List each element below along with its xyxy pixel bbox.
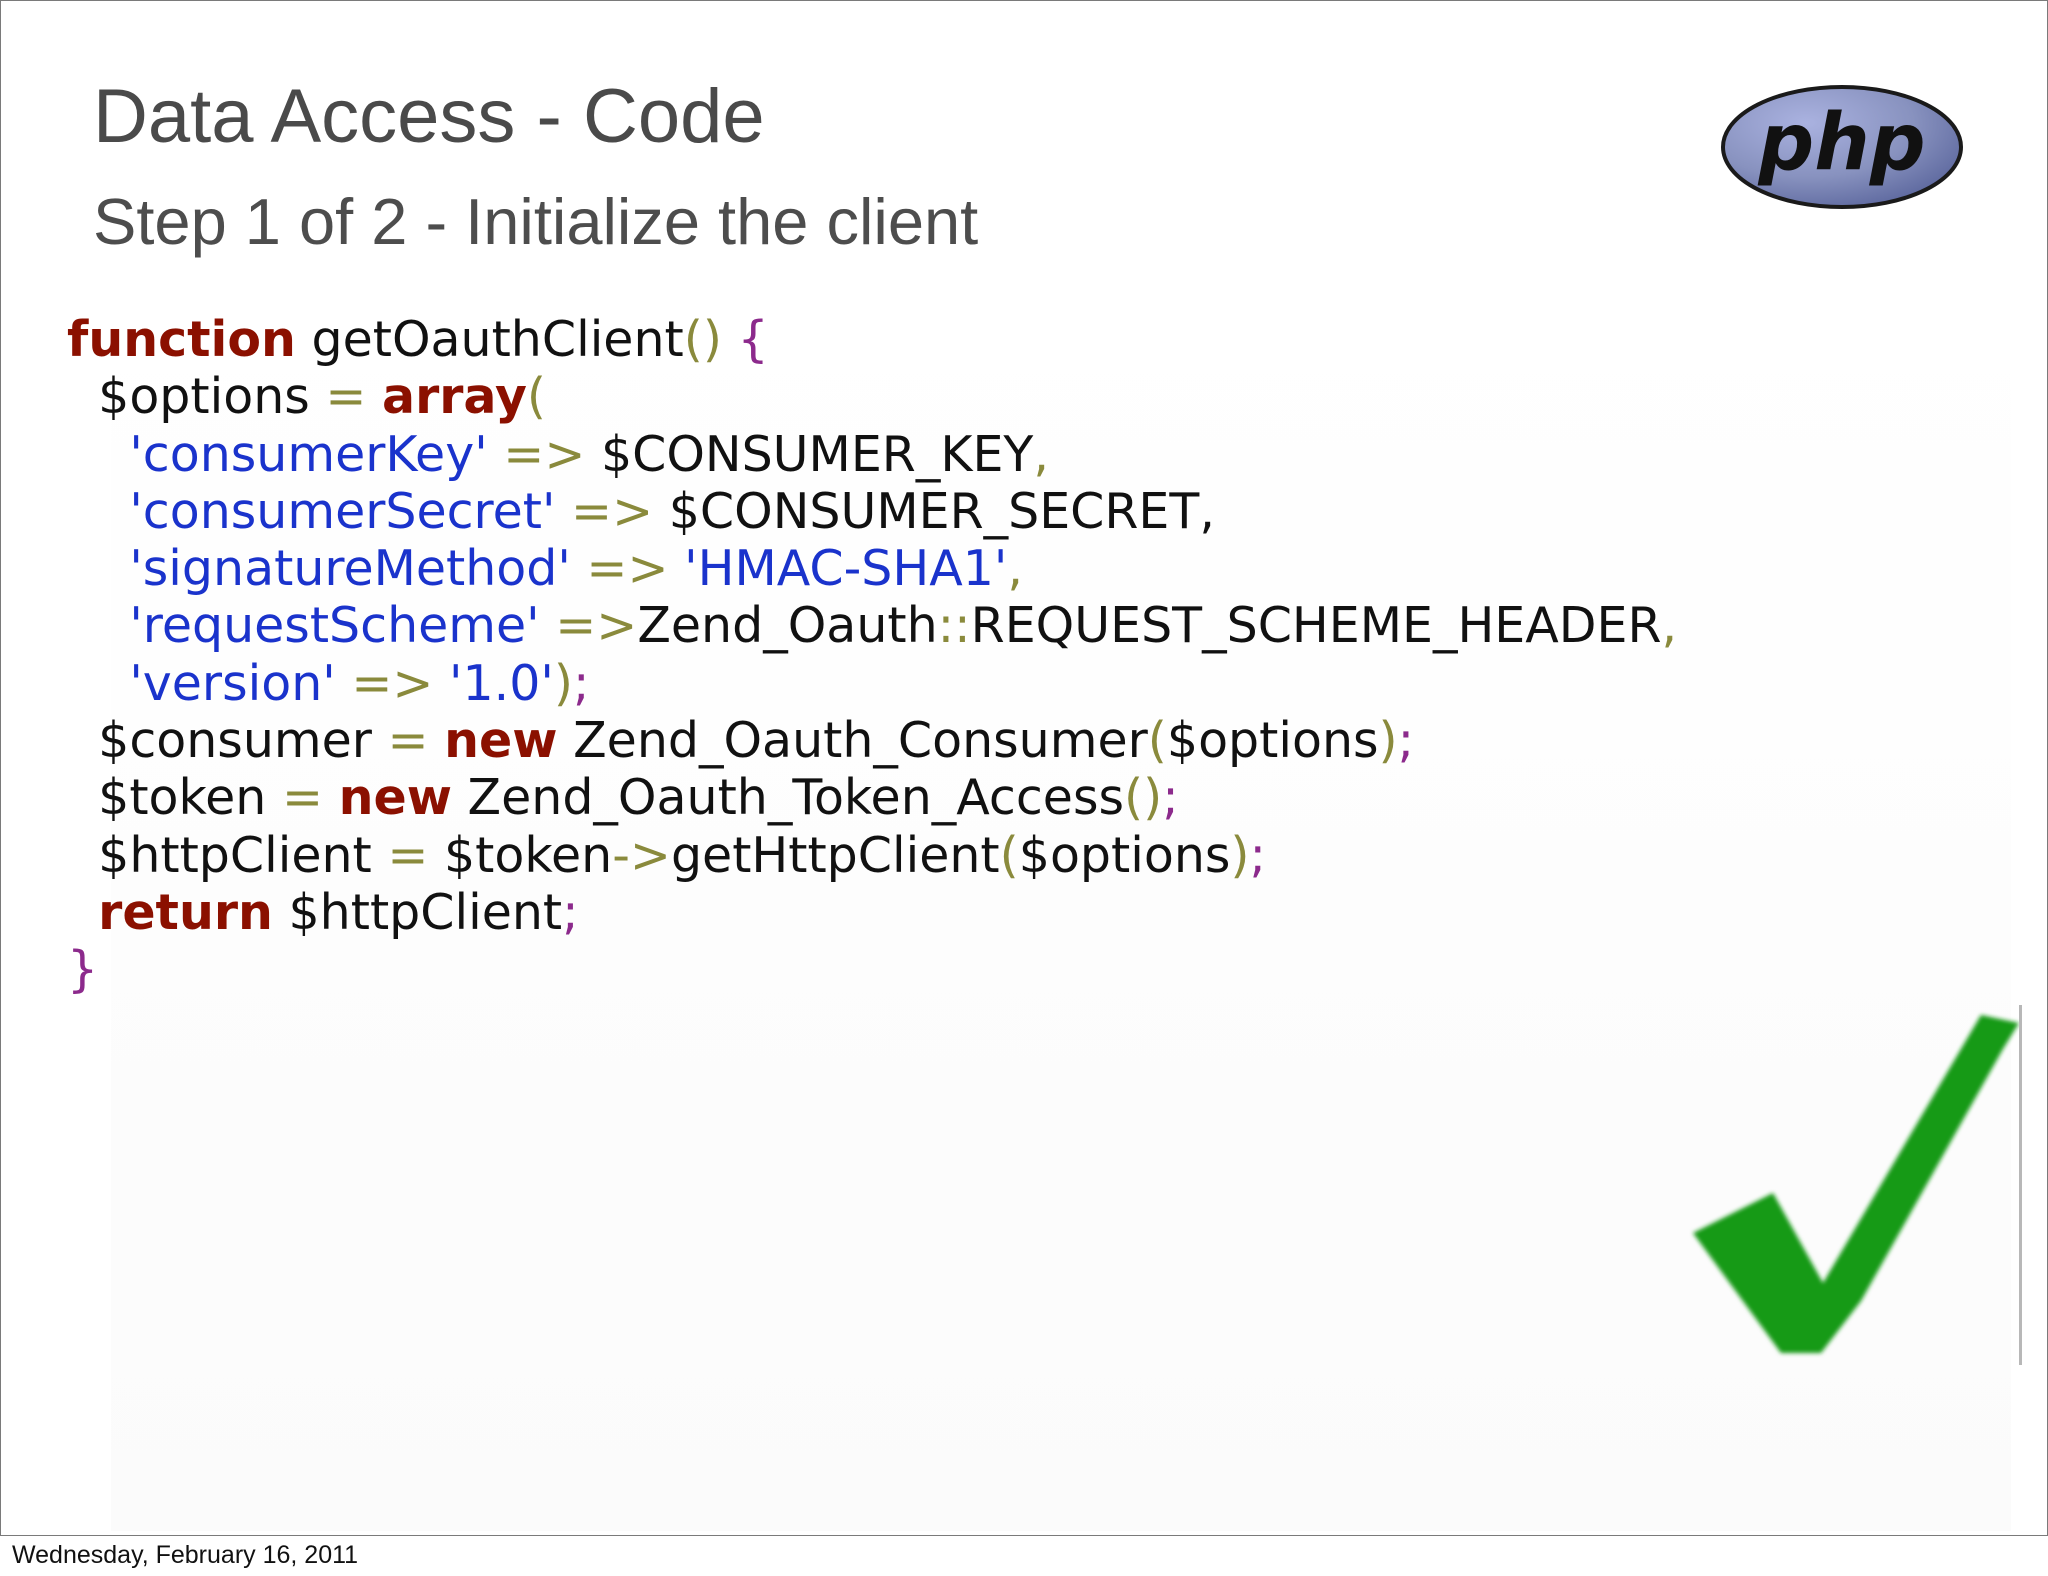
code-token: } bbox=[67, 941, 99, 999]
code-token: => bbox=[571, 482, 654, 540]
code-token: => bbox=[351, 654, 434, 712]
code-token: :: bbox=[937, 597, 971, 655]
code-block: function getOauthClient() { $options = a… bbox=[67, 311, 1677, 999]
code-token: $token bbox=[67, 769, 282, 827]
check-image-edge bbox=[2019, 1005, 2022, 1365]
code-line: 'consumerSecret' => $CONSUMER_SECRET, bbox=[67, 483, 1677, 540]
code-token: 'HMAC-SHA1' bbox=[684, 540, 1008, 598]
code-token: $options bbox=[67, 368, 326, 426]
code-token: Zend_Oauth bbox=[637, 597, 938, 655]
code-token: ( bbox=[1147, 712, 1167, 770]
code-token bbox=[366, 368, 382, 425]
code-token: Zend_Oauth_Token_Access bbox=[451, 769, 1124, 827]
code-token: $CONSUMER_KEY bbox=[585, 425, 1034, 483]
slide-subtitle: Step 1 of 2 - Initialize the client bbox=[93, 185, 979, 258]
code-token: REQUEST_SCHEME_HEADER bbox=[970, 597, 1662, 655]
code-line: } bbox=[67, 941, 1677, 998]
code-token: () bbox=[683, 311, 722, 368]
code-token: array bbox=[382, 368, 527, 426]
code-token: = bbox=[325, 368, 367, 426]
code-token bbox=[540, 597, 556, 654]
code-line: $httpClient = $token->getHttpClient($opt… bbox=[67, 827, 1677, 884]
code-token: new bbox=[444, 712, 558, 770]
code-token: , bbox=[1007, 540, 1023, 598]
code-token bbox=[67, 483, 129, 540]
code-token: ; bbox=[1162, 769, 1179, 827]
code-line: $token = new Zend_Oauth_Token_Access(); bbox=[67, 769, 1677, 826]
code-token: , bbox=[1033, 425, 1049, 483]
code-token: $httpClient bbox=[272, 883, 563, 941]
code-token: ) bbox=[1230, 826, 1250, 884]
php-logo-text: php bbox=[1757, 98, 1925, 188]
code-token: Zend_Oauth_Consumer bbox=[557, 712, 1148, 770]
code-line: 'consumerKey' => $CONSUMER_KEY, bbox=[67, 426, 1677, 483]
code-token: ( bbox=[999, 826, 1019, 884]
code-token bbox=[67, 540, 129, 597]
check-icon bbox=[1693, 1015, 2019, 1353]
code-token: = bbox=[281, 769, 323, 827]
code-token: => bbox=[555, 597, 638, 655]
code-token: { bbox=[737, 311, 769, 368]
code-token: -> bbox=[612, 826, 671, 884]
slide-title: Data Access - Code bbox=[93, 74, 765, 159]
code-token: ; bbox=[1397, 712, 1415, 770]
code-token: $CONSUMER_SECRET, bbox=[653, 482, 1215, 540]
php-logo: php bbox=[1721, 85, 1963, 209]
code-line: 'signatureMethod' => 'HMAC-SHA1', bbox=[67, 540, 1677, 597]
code-token: ; bbox=[562, 883, 579, 941]
code-token: = bbox=[387, 712, 429, 770]
slide-background-panel bbox=[111, 291, 2011, 1531]
code-token: $consumer bbox=[67, 712, 388, 770]
code-token bbox=[571, 540, 587, 597]
code-token: '1.0' bbox=[449, 654, 554, 712]
code-token: getHttpClient bbox=[670, 826, 1000, 884]
code-token: $httpClient bbox=[67, 826, 388, 884]
code-token bbox=[555, 483, 571, 540]
code-token: ( bbox=[526, 368, 547, 426]
slide: Data Access - Code Step 1 of 2 - Initial… bbox=[0, 0, 2048, 1536]
code-token: 'version' bbox=[129, 654, 336, 712]
code-token bbox=[67, 655, 129, 712]
code-token: $options bbox=[1166, 712, 1379, 770]
code-line: 'requestScheme' =>Zend_Oauth::REQUEST_SC… bbox=[67, 597, 1677, 654]
code-token: ) bbox=[1378, 712, 1398, 770]
code-token bbox=[722, 311, 738, 368]
code-token: ; bbox=[573, 654, 590, 712]
code-token bbox=[67, 884, 98, 941]
code-line: function getOauthClient() { bbox=[67, 311, 1677, 368]
code-token bbox=[488, 426, 504, 483]
code-token: ; bbox=[1249, 826, 1267, 884]
code-token: 'consumerSecret' bbox=[129, 482, 556, 540]
code-token: $token bbox=[428, 826, 613, 884]
code-token bbox=[323, 769, 339, 826]
code-token: return bbox=[98, 883, 273, 941]
code-token: 'signatureMethod' bbox=[129, 540, 571, 598]
code-token: 'requestScheme' bbox=[129, 597, 540, 655]
code-token bbox=[67, 597, 129, 654]
code-token: () bbox=[1124, 769, 1163, 827]
code-token: = bbox=[387, 826, 429, 884]
code-line: $consumer = new Zend_Oauth_Consumer($opt… bbox=[67, 712, 1677, 769]
code-token: 'consumerKey' bbox=[129, 425, 488, 483]
code-token: function bbox=[67, 311, 296, 368]
code-token: => bbox=[503, 425, 586, 483]
code-line: return $httpClient; bbox=[67, 884, 1677, 941]
code-line: 'version' => '1.0'); bbox=[67, 655, 1677, 712]
code-token: new bbox=[338, 769, 452, 827]
code-token: getOauthClient bbox=[295, 311, 684, 368]
code-token bbox=[669, 540, 685, 597]
code-token: , bbox=[1661, 597, 1678, 655]
code-token: ) bbox=[553, 654, 574, 712]
code-token: => bbox=[586, 540, 669, 598]
code-token: $options bbox=[1018, 826, 1231, 884]
code-token bbox=[433, 655, 449, 712]
footer-date: Wednesday, February 16, 2011 bbox=[12, 1541, 359, 1569]
code-token bbox=[67, 426, 129, 483]
code-line: $options = array( bbox=[67, 368, 1677, 425]
code-token bbox=[429, 712, 445, 769]
code-token bbox=[336, 655, 352, 712]
